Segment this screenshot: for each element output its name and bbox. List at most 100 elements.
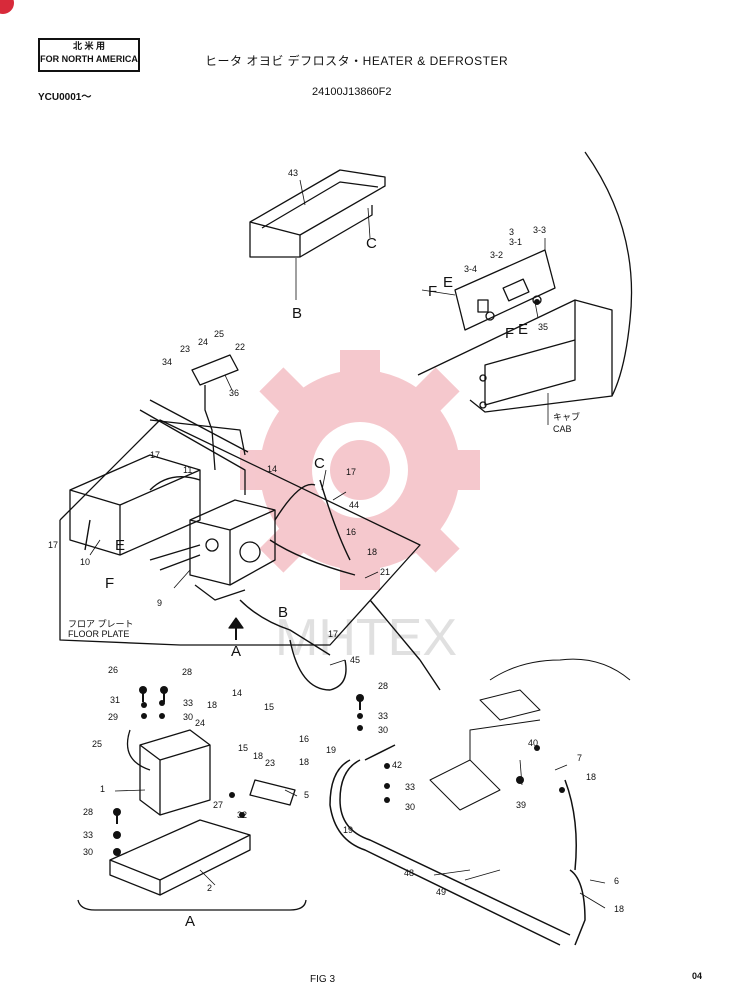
callout-19b: 19 [343,825,353,835]
corner-marker [0,0,14,14]
callout-17b: 17 [150,450,160,460]
callout-24a: 24 [198,337,208,347]
callout-3-1: 3-1 [509,237,522,247]
floor-plate [59,399,421,646]
callout-17d: 17 [328,629,338,639]
page-number: 04 [692,971,703,981]
callout-F3: F [105,575,114,592]
cab-wall [417,151,633,413]
callout-22: 22 [235,342,245,352]
callout-43: 43 [288,168,298,178]
engine-outline [429,658,631,811]
callout-A-arrow: A [231,643,241,660]
page-title: ヒータ オヨビ デフロスタ・HEATER & DEFROSTER [205,54,509,68]
callout-30b: 30 [378,725,388,735]
caption-cab-jp: キャブ [553,411,580,422]
callout-33b: 33 [378,711,388,721]
watermark-text: MHTEX [275,609,457,667]
callout-31: 31 [110,695,120,705]
callout-27: 27 [213,800,223,810]
callout-18f: 18 [614,904,624,914]
callout-29: 29 [108,712,118,722]
callout-25b: 25 [92,739,102,749]
view-a-bracket [77,899,307,911]
callout-9: 9 [157,598,162,608]
callout-30d: 30 [83,847,93,857]
callout-32: 32 [237,810,247,820]
callout-5: 5 [304,790,309,800]
callout-28c: 28 [83,807,93,817]
callout-42: 42 [392,760,402,770]
callout-45: 45 [350,655,360,665]
fasteners [113,299,565,856]
callout-49: 49 [436,887,446,897]
callout-39: 39 [516,800,526,810]
callout-28a: 28 [182,667,192,677]
callout-23b: 23 [265,758,275,768]
callout-B-top: B [292,305,302,322]
callout-B-mid: B [278,604,288,621]
callout-15a: 15 [264,702,274,712]
callout-18a: 18 [367,547,377,557]
callout-36: 36 [229,388,239,398]
caption-cab-en: CAB [553,424,572,434]
callout-19a: 19 [326,745,336,755]
view-arrow-head [228,617,244,629]
callout-C-mid: C [314,455,325,472]
callout-15b: 15 [238,743,248,753]
caption-floor-en: FLOOR PLATE [68,629,129,639]
callout-30a: 30 [183,712,193,722]
figure-number: FIG 3 [310,974,336,985]
valve-assembly [109,729,251,896]
callout-48: 48 [404,868,414,878]
callout-F2: F [505,325,514,342]
callout-16b: 16 [299,734,309,744]
callout-10: 10 [80,557,90,567]
callout-F1: F [428,283,437,300]
callout-E1: E [443,274,453,291]
callout-17a: 17 [346,467,356,477]
callout-6: 6 [614,876,619,886]
callout-7: 7 [577,753,582,763]
callout-11: 11 [183,465,192,475]
callout-14b: 14 [232,688,242,698]
callout-17c: 17 [48,540,58,550]
callout-25a: 25 [214,329,224,339]
callout-28b: 28 [378,681,388,691]
harness-connector [191,354,239,471]
leader-lines [89,179,606,909]
bracket [249,779,296,806]
callout-33c: 33 [405,782,415,792]
callout-18e: 18 [586,772,596,782]
callout-A-view: A [185,913,195,930]
callout-18c: 18 [253,751,263,761]
callout-3-4: 3-4 [464,264,477,274]
heater-unit [189,499,276,601]
callout-14a: 14 [267,464,277,474]
callout-E3: E [115,537,125,554]
control-panel [454,249,556,331]
callout-33d: 33 [83,830,93,840]
callout-30c: 30 [405,802,415,812]
callout-E2: E [518,321,528,338]
callout-16a: 16 [346,527,356,537]
market-box: 北 米 用 FOR NORTH AMERICA [38,38,140,72]
callout-18d: 18 [299,757,309,767]
heater-radiator [69,454,201,556]
callout-35: 35 [538,322,548,332]
watermark-gear [240,350,480,590]
callout-34: 34 [162,357,172,367]
callout-21: 21 [380,567,390,577]
serial-range: YCU0001～ [38,92,92,103]
callout-3-2: 3-2 [490,250,503,260]
callout-3-3: 3-3 [533,225,546,235]
callout-C-top: C [366,235,377,252]
caption-floor-jp: フロア プレート [68,619,134,629]
callout-40: 40 [528,738,538,748]
callout-2: 2 [207,883,212,893]
defroster-duct [249,169,386,258]
callout-24b: 24 [195,718,205,728]
callout-3: 3 [509,227,514,237]
callout-1: 1 [100,784,105,794]
